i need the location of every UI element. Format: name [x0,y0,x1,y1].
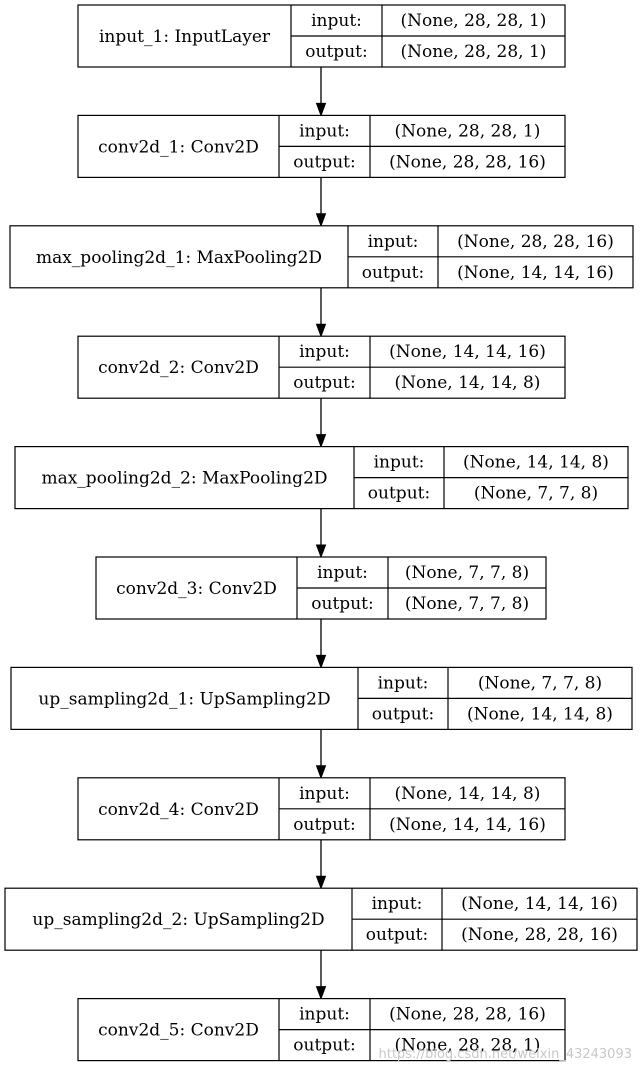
layer-node: conv2d_5: Conv2D input: output: (None, 28, … [77,997,566,1062]
edge-arrow [315,287,327,338]
arrowhead [315,765,327,780]
output-shape: (None, 28, 28, 1) [395,1036,541,1056]
arrowhead [315,323,327,338]
edge-arrow [315,839,327,890]
edge-arrow [315,619,327,669]
arrowhead [315,544,327,559]
output-label: output: [311,594,373,614]
output-label: output: [293,815,355,835]
arrowhead [315,875,327,890]
layer-node: max_pooling2d_1: MaxPooling2D input: outpu… [9,225,634,289]
layer-name: input_1: InputLayer [99,27,271,47]
layer-node: conv2d_1: Conv2D input: output: (None, 28, … [77,114,566,179]
input-shape: (None, 28, 28, 1) [401,11,547,31]
layer-name: conv2d_3: Conv2D [116,579,277,599]
output-shape: (None, 14, 14, 8) [467,704,613,724]
layer-name: conv2d_1: Conv2D [98,137,259,157]
input-label: input: [299,342,350,362]
output-shape: (None, 14, 14, 8) [395,373,541,393]
edge-arrow [315,67,327,117]
output-label: output: [366,925,428,945]
input-label: input: [374,453,425,473]
input-label: input: [299,121,350,141]
layer-name: conv2d_2: Conv2D [98,358,259,378]
arrowhead [315,213,327,228]
nodes-group: input_1: InputLayer input: output: (None, 2… [4,4,638,1062]
edge-arrow [315,729,327,780]
input-shape: (None, 7, 7, 8) [405,563,529,583]
layer-node: input_1: InputLayer input: output: (None, 2… [77,4,566,68]
layer-name: up_sampling2d_1: UpSampling2D [38,689,330,709]
layer-node: conv2d_2: Conv2D input: output: (None, 14, … [77,335,566,399]
input-shape: (None, 14, 14, 16) [461,894,618,914]
arrowhead [315,654,327,669]
layer-name: conv2d_5: Conv2D [98,1021,259,1041]
input-label: input: [368,232,419,252]
output-label: output: [293,1036,355,1056]
edge-arrow [315,950,327,1001]
output-shape: (None, 7, 7, 8) [405,594,529,614]
output-shape: (None, 14, 14, 16) [457,263,614,283]
input-shape: (None, 7, 7, 8) [478,673,602,693]
output-shape: (None, 28, 28, 16) [389,152,546,172]
layer-node: conv2d_4: Conv2D input: output: (None, 14, … [77,777,566,841]
layer-name: conv2d_4: Conv2D [98,800,259,820]
output-shape: (None, 28, 28, 1) [401,42,547,62]
layer-node: max_pooling2d_2: MaxPooling2D input: outpu… [14,446,629,510]
input-label: input: [311,11,362,31]
input-label: input: [372,894,423,914]
output-shape: (None, 7, 7, 8) [474,484,598,504]
output-shape: (None, 14, 14, 16) [389,815,546,835]
layer-node: up_sampling2d_2: UpSampling2D input: outpu… [4,887,638,951]
edge-arrow [315,398,327,449]
arrowhead [315,986,327,1001]
input-label: input: [299,1005,350,1025]
output-label: output: [305,42,367,62]
layer-node: conv2d_3: Conv2D input: output: (None, 7, 7… [95,556,547,620]
edge-arrow [315,508,327,559]
input-shape: (None, 14, 14, 8) [463,453,609,473]
input-shape: (None, 28, 28, 16) [389,1005,546,1025]
layer-name: max_pooling2d_2: MaxPooling2D [41,469,327,489]
edge-arrow [315,177,327,228]
watermark-text: https://blog.csdn.net/weixin_43243093 [378,1047,632,1062]
output-label: output: [293,373,355,393]
input-shape: (None, 14, 14, 16) [389,342,546,362]
layer-name: up_sampling2d_2: UpSampling2D [32,910,324,930]
edges-group [315,67,327,1001]
input-label: input: [378,673,429,693]
output-label: output: [372,704,434,724]
output-label: output: [368,484,430,504]
arrowhead [315,434,327,449]
layer-name: max_pooling2d_1: MaxPooling2D [36,248,322,268]
output-shape: (None, 28, 28, 16) [461,925,618,945]
layer-node: up_sampling2d_1: UpSampling2D input: outpu… [10,666,633,731]
input-shape: (None, 28, 28, 16) [457,232,614,252]
input-label: input: [299,784,350,804]
arrowhead [315,102,327,117]
input-label: input: [317,563,368,583]
output-label: output: [362,263,424,283]
output-label: output: [293,152,355,172]
input-shape: (None, 28, 28, 1) [395,121,541,141]
input-shape: (None, 14, 14, 8) [395,784,541,804]
